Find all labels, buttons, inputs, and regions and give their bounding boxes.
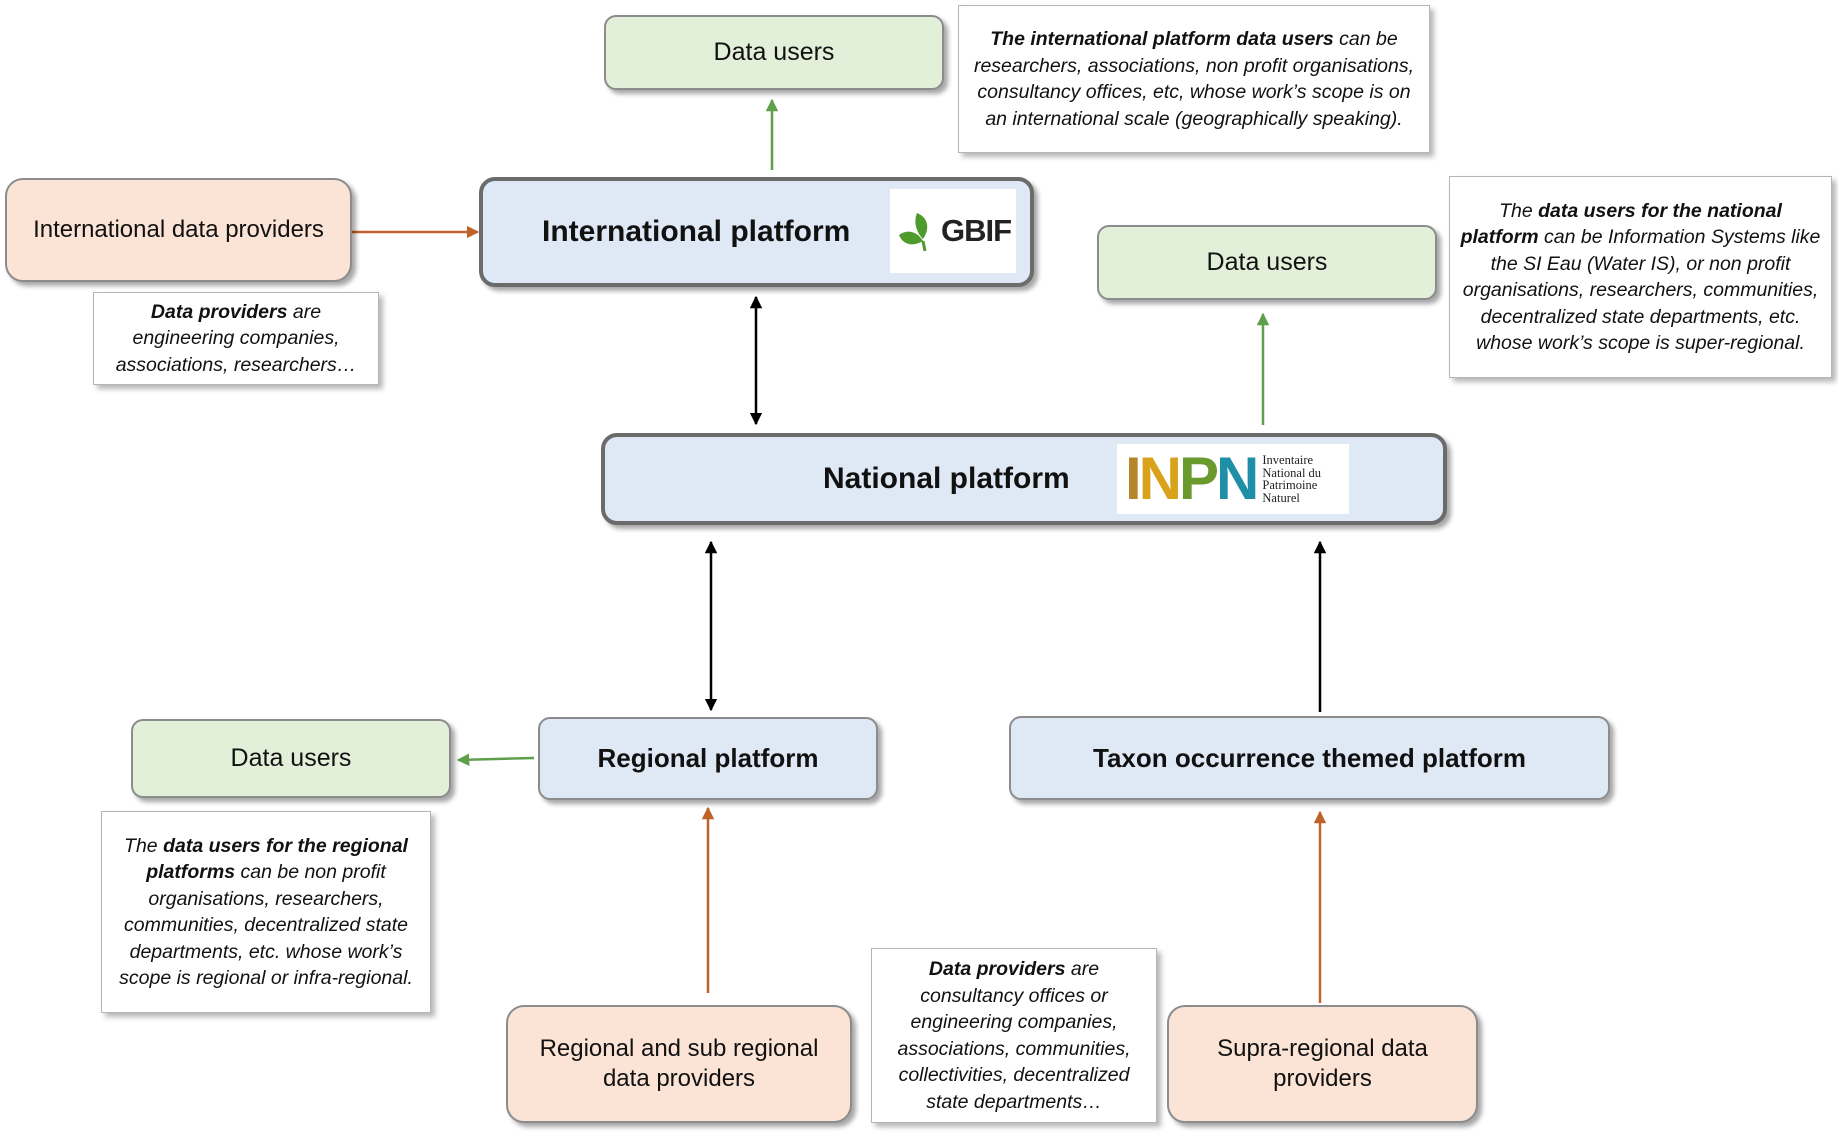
inpn-letter-2: N [1138, 445, 1182, 512]
inpn-logo-letters: I N P N [1125, 445, 1259, 512]
inpn-caption-3: Patrimoine [1262, 478, 1318, 492]
intl-users-note-bold: The international platform data users [990, 28, 1334, 50]
supra-providers-label: Supra-regional data providers [1217, 1035, 1428, 1092]
shared-providers-note-text: are consultancy offices or engineering c… [897, 958, 1131, 1113]
intl-data-users-label: Data users [713, 38, 835, 66]
regional-data-users-box: Data users [131, 719, 451, 798]
shared-providers-note-bold: Data providers [928, 958, 1066, 980]
intl-providers-note: Data providers are engineering companies… [93, 292, 379, 385]
taxon-platform-box: Taxon occurrence themed platform [1009, 716, 1610, 800]
inpn-caption-4: Naturel [1262, 490, 1300, 505]
inpn-letter-1: I [1125, 445, 1142, 512]
intl-providers-label: International data providers [33, 216, 324, 243]
taxon-platform-label: Taxon occurrence themed platform [1093, 742, 1526, 773]
national-users-note-pre: The [1499, 199, 1539, 222]
gbif-leaf-icon [898, 213, 928, 252]
inpn-logo-caption: Inventaire National du Patrimoine Nature… [1262, 454, 1321, 504]
gbif-logo-text: GBIF [940, 213, 1012, 248]
national-data-users-label: Data users [1206, 248, 1328, 276]
national-users-note-bold: data users for the national platform [1460, 199, 1782, 249]
inpn-caption-2: National du [1262, 465, 1322, 480]
arrow-regional-to-users [456, 753, 535, 766]
national-users-note-text: can be Information Systems like the SI E… [1462, 226, 1821, 354]
supra-providers-box: Supra-regional data providers [1167, 1005, 1478, 1123]
intl-providers-note-text: are engineering companies, associations,… [115, 300, 357, 376]
national-platform-label: National platform [823, 462, 1070, 495]
inpn-letter-4: N [1216, 445, 1259, 512]
gbif-logo: GBIF [890, 189, 1016, 273]
intl-users-note-text: can be researchers, associations, non pr… [973, 28, 1415, 130]
regional-platform-box: Regional platform [538, 717, 878, 800]
intl-providers-note-bold: Data providers [150, 300, 288, 323]
regional-users-note: The data users for the regional platform… [101, 811, 431, 1013]
inpn-caption-1: Inventaire [1262, 453, 1314, 467]
intl-providers-box: International data providers [5, 178, 352, 282]
regional-providers-label: Regional and sub regional data providers [539, 1035, 819, 1092]
intl-users-note: The international platform data users ca… [958, 5, 1430, 153]
national-data-users-box: Data users [1097, 225, 1437, 300]
shared-providers-note: Data providers are consultancy offices o… [871, 948, 1157, 1123]
regional-platform-label: Regional platform [597, 743, 819, 773]
regional-data-users-label: Data users [230, 744, 352, 772]
regional-users-note-text: can be non profit organisations, researc… [119, 861, 413, 989]
national-users-note: The data users for the national platform… [1449, 176, 1832, 378]
intl-data-users-box: Data users [604, 15, 944, 90]
regional-users-note-pre: The [124, 834, 164, 857]
regional-users-note-bold: data users for the regional platforms [146, 834, 408, 884]
intl-platform-label: International platform [542, 215, 851, 248]
inpn-logo: I N P N Inventaire National du Patrimoin… [1117, 444, 1349, 514]
regional-providers-box: Regional and sub regional data providers [506, 1005, 852, 1123]
inpn-letter-3: P [1179, 445, 1219, 512]
